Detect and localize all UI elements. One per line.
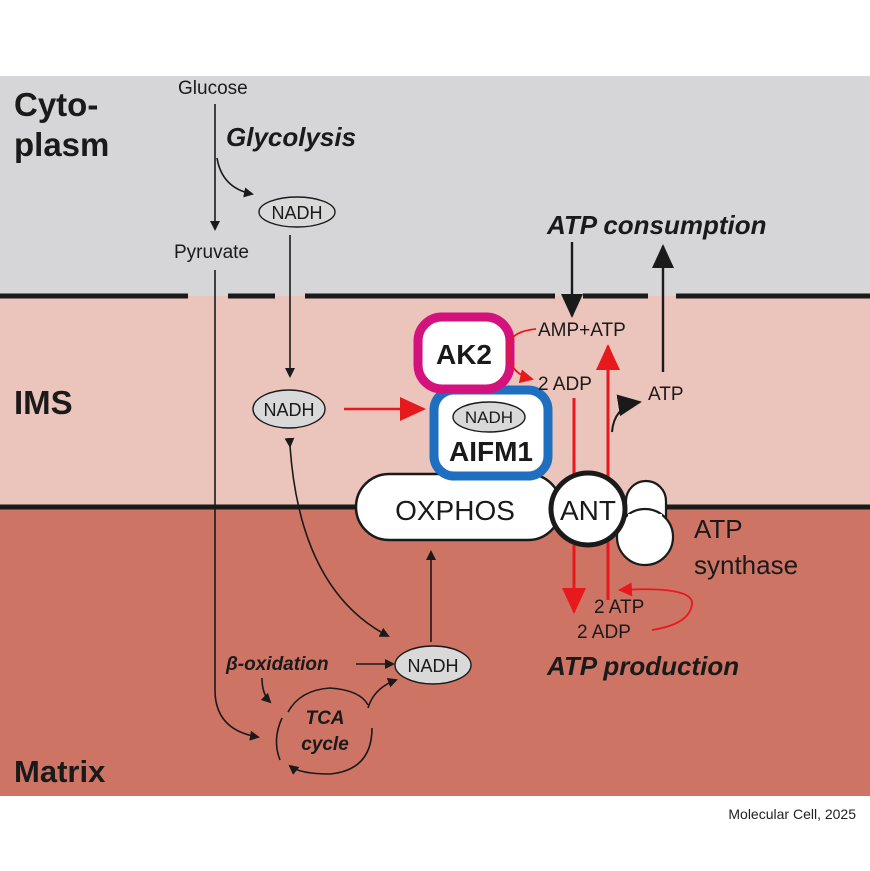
tca-cycle-arc-bottom [288,727,373,775]
amp-atp-label: AMP+ATP [538,320,626,341]
tca-cycle-arc-top [287,687,369,713]
glycolysis-nadh-branch-arrow [216,157,254,198]
nadh-cytoplasm-label: NADH [271,203,322,223]
pyruvate-label: Pyruvate [174,242,249,263]
atp-synthase-label-line1: ATP [694,514,743,544]
tca-label-line2: cycle [301,734,349,755]
two-atp-label: 2 ATP [594,597,644,618]
oxphos-label: OXPHOS [395,495,515,526]
pyruvate-to-tca-arrow [214,270,260,741]
atp-ims-label: ATP [648,384,684,405]
ant-atp-export-arrow [611,394,642,433]
glucose-label: Glucose [178,78,248,99]
ant-label: ANT [560,495,616,526]
two-adp-matrix-label: 2 ADP [577,622,631,643]
figure-credit: Molecular Cell, 2025 [728,806,856,822]
nadh-shuttle-arrow [284,437,390,637]
nadh-cytoplasm-oval [258,196,336,228]
nadh-aifm1-oval [452,401,526,433]
atp-synthase [615,479,675,567]
tca-cycle-arc-left [275,717,283,761]
cytoplasm-label-line1: Cyto- [14,86,98,123]
glycolysis-label: Glycolysis [226,122,356,152]
tca-label-line1: TCA [305,708,344,729]
two-adp-ims-label: 2 ADP [538,374,592,395]
nadh-ims-oval [252,389,326,429]
ims-label: IMS [14,384,73,421]
ant-transporter [548,470,628,548]
beta-oxidation-label: β-oxidation [225,654,329,675]
nadh-ims-label: NADH [263,400,314,420]
cytoplasm-region [0,76,870,296]
atp-production-label: ATP production [546,651,739,681]
beta-oxidation-to-tca-arrow [260,677,272,704]
synthase-reaction-arrow [618,582,693,631]
ak2-reaction-arrow [507,328,537,384]
ak2-box [413,312,515,394]
nadh-matrix-label: NADH [407,656,458,676]
aifm1-label: AIFM1 [449,436,533,467]
nadh-aifm1-label: NADH [465,408,513,427]
atp-consumption-label: ATP consumption [546,210,767,240]
ak2-label: AK2 [436,339,492,370]
atp-synthase-label-line2: synthase [694,550,798,580]
nadh-matrix-oval [394,645,472,685]
tca-to-nadh-arrow [367,678,398,709]
cytoplasm-label-line2: plasm [14,126,109,163]
matrix-label: Matrix [14,754,106,789]
